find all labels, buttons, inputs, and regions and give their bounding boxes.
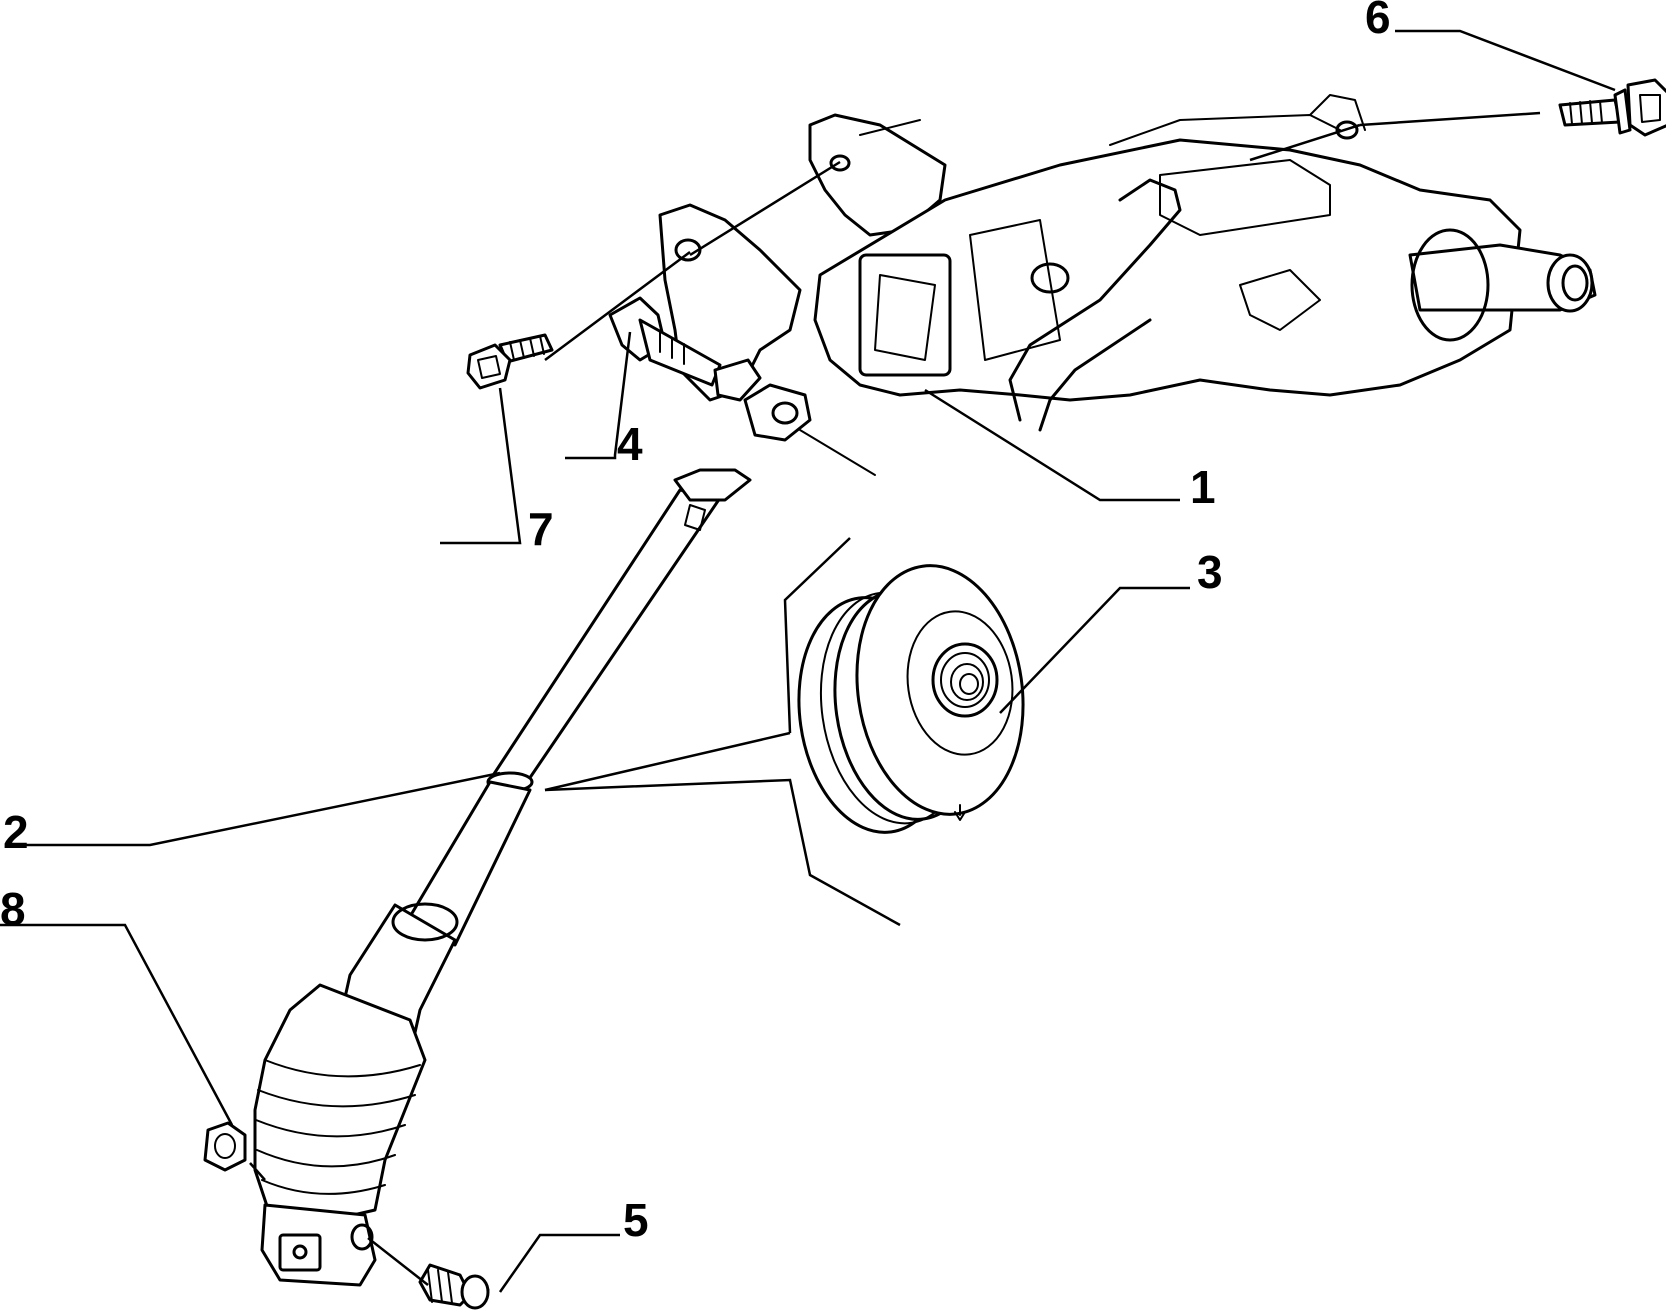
upper-bracket-screw	[1558, 78, 1666, 137]
leader-lines	[0, 29, 1616, 1293]
callout-6: 6	[1365, 0, 1391, 43]
steering-grommet-seal	[797, 564, 1025, 834]
callout-7: 7	[528, 503, 554, 555]
flange-nut	[203, 1121, 247, 1172]
intermediate-steering-shaft	[253, 468, 752, 1287]
steering-column-assembly	[658, 94, 1597, 476]
lower-bracket-screw	[466, 333, 554, 390]
callout-8: 8	[0, 883, 26, 935]
column-pivot-bolt	[608, 296, 762, 402]
callout-3: 3	[1197, 546, 1223, 598]
callout-2: 2	[3, 806, 29, 858]
callout-5: 5	[623, 1194, 649, 1246]
callout-labels: 1 2 3 4 5 6 7 8	[0, 0, 1391, 1246]
universal-joint-screw	[418, 1263, 490, 1310]
callout-1: 1	[1190, 461, 1216, 513]
callout-4: 4	[617, 418, 643, 470]
